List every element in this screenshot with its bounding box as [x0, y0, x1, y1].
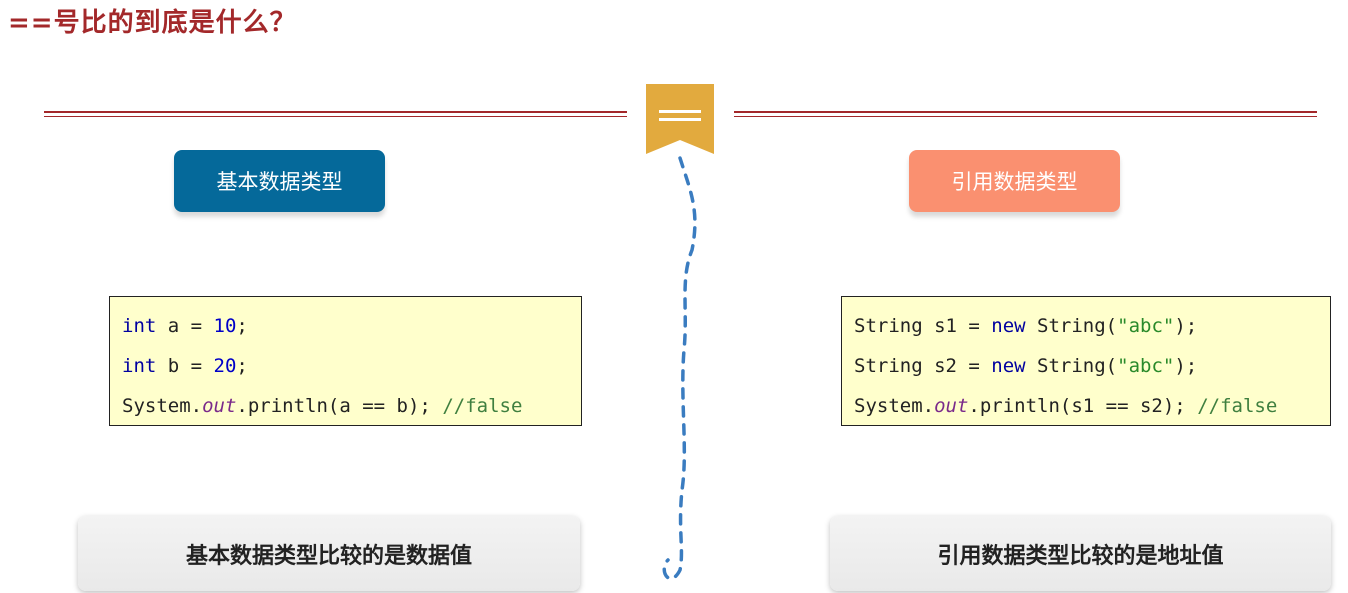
- code-token: String s1 =: [854, 315, 992, 337]
- code-token: //false: [442, 395, 523, 417]
- code-token: ;: [236, 355, 248, 377]
- code-token: String(: [1025, 315, 1118, 337]
- code-token: System.: [122, 395, 203, 417]
- code-token: "abc": [1117, 315, 1175, 337]
- code-token: );: [1174, 315, 1198, 337]
- code-token: String(: [1025, 355, 1118, 377]
- code-token: 10: [213, 315, 237, 337]
- reference-conclusion: 引用数据类型比较的是地址值: [830, 516, 1331, 591]
- code-token: System.: [854, 395, 935, 417]
- code-token: a =: [156, 315, 214, 337]
- code-line: int a = 10;: [122, 311, 581, 351]
- page-title: ==号比的到底是什么？: [8, 8, 297, 38]
- code-line: String s1 = new String("abc");: [854, 311, 1330, 351]
- code-token: out: [202, 395, 237, 417]
- code-line: System.out.println(a == b); //false: [122, 391, 581, 431]
- bookmark-icon: [646, 84, 714, 154]
- code-token: out: [934, 395, 969, 417]
- code-token: .println(s1 == s2);: [968, 395, 1198, 417]
- code-token: int: [122, 355, 157, 377]
- primitive-types-label: 基本数据类型: [174, 150, 385, 212]
- code-token: new: [991, 315, 1026, 337]
- reference-types-label: 引用数据类型: [909, 150, 1120, 212]
- dashed-path-decoration: [662, 156, 697, 581]
- primitive-code-block: int a = 10;int b = 20;System.out.println…: [109, 296, 582, 426]
- reference-code-block: String s1 = new String("abc");String s2 …: [841, 296, 1331, 426]
- primitive-conclusion: 基本数据类型比较的是数据值: [78, 516, 580, 591]
- code-token: 20: [213, 355, 237, 377]
- divider-right: [734, 111, 1317, 117]
- divider-left: [44, 111, 627, 117]
- code-token: ;: [236, 315, 248, 337]
- code-token: "abc": [1117, 355, 1175, 377]
- code-line: String s2 = new String("abc");: [854, 351, 1330, 391]
- code-line: int b = 20;: [122, 351, 581, 391]
- code-token: );: [1174, 355, 1198, 377]
- code-token: new: [991, 355, 1026, 377]
- code-token: .println(a == b);: [236, 395, 443, 417]
- code-token: //false: [1197, 395, 1278, 417]
- code-token: String s2 =: [854, 355, 992, 377]
- code-line: System.out.println(s1 == s2); //false: [854, 391, 1330, 431]
- code-token: int: [122, 315, 157, 337]
- code-token: b =: [156, 355, 214, 377]
